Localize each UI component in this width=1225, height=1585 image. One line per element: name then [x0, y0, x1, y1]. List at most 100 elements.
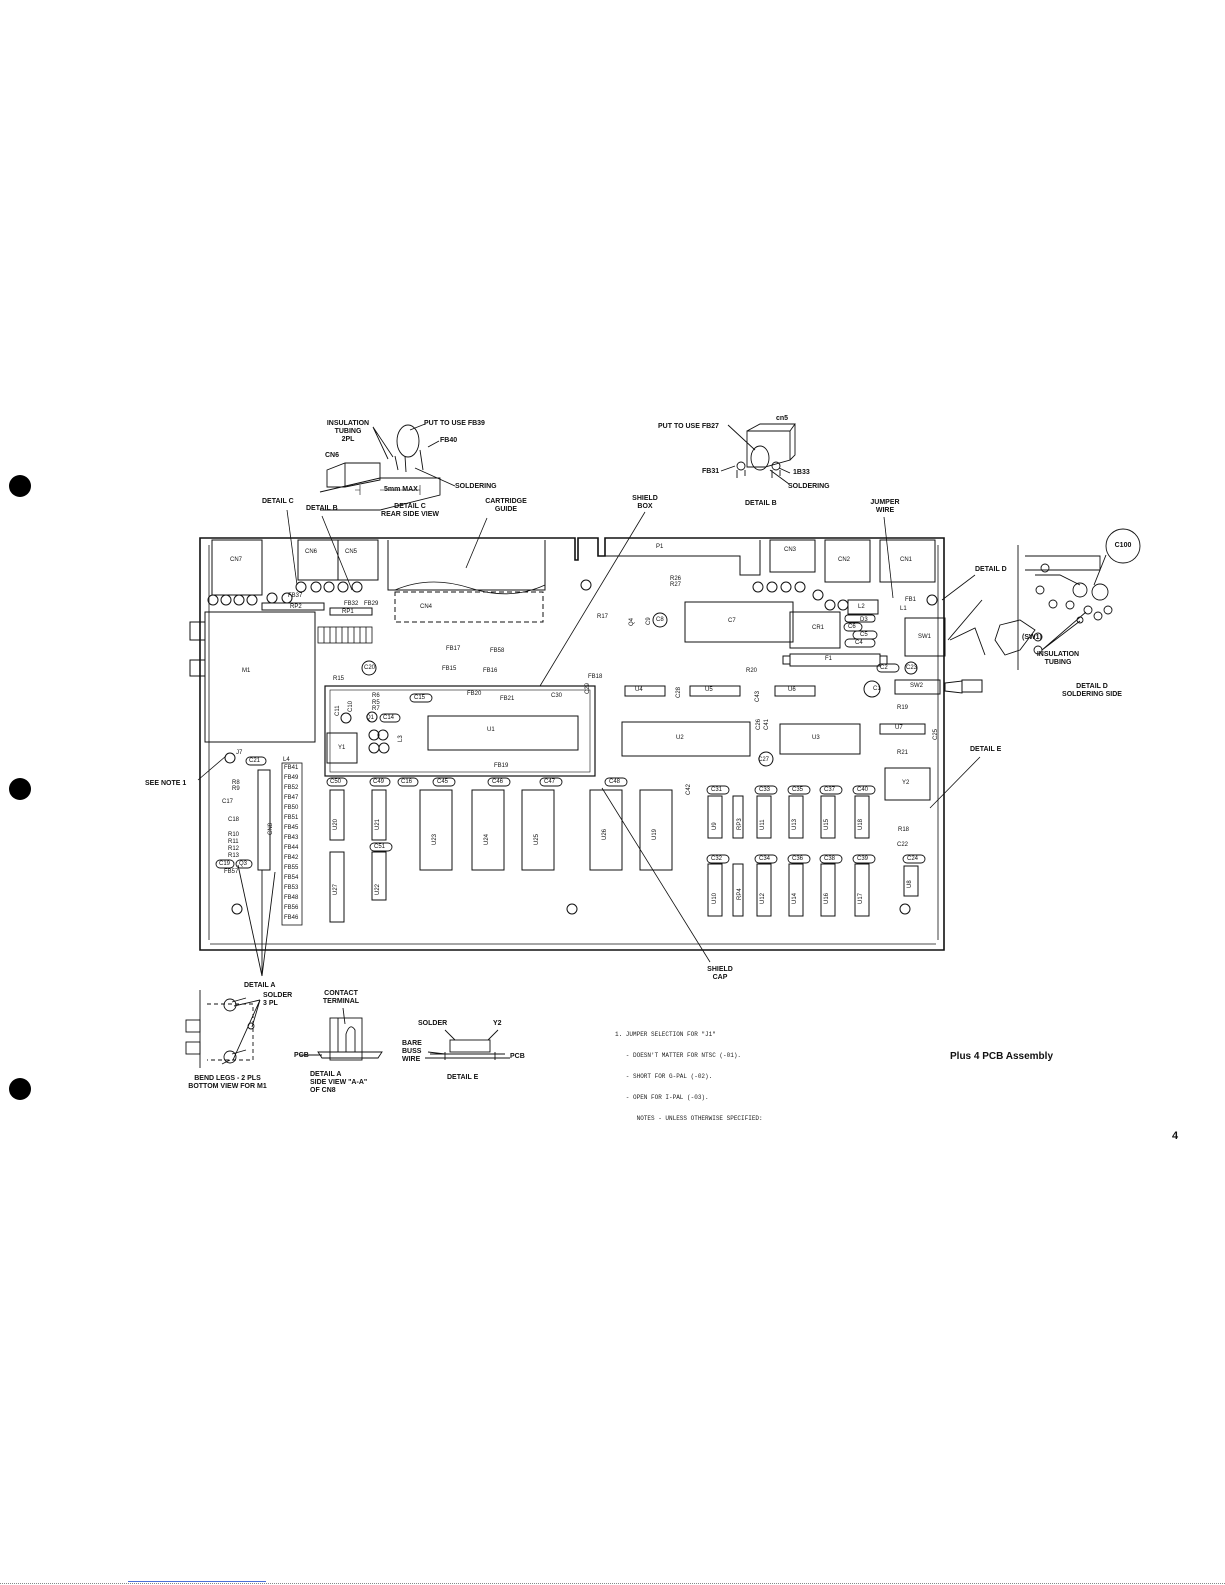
punch-hole-bottom: [9, 1078, 31, 1100]
misc-part-label: C5: [860, 632, 868, 638]
detail-a-side-view: [300, 1007, 383, 1061]
chip-u7: [879, 723, 926, 735]
ferrite-label: FB43: [284, 835, 299, 841]
chip-label: U12: [760, 892, 766, 904]
callout-shield-box: SHIELD BOX: [632, 495, 658, 510]
capacitor-ovals: [215, 614, 926, 869]
capacitor-label: C46: [492, 779, 504, 785]
inductor-l2: [847, 599, 879, 615]
misc-part-label: FB18: [588, 674, 603, 680]
part-label: RP3: [737, 818, 743, 830]
connector-label: CN7: [230, 557, 243, 563]
callout-solder-e: SOLDER: [418, 1020, 448, 1027]
misc-part-label: R13: [228, 853, 240, 859]
connector-cn5: [337, 539, 379, 581]
note-line: 1. JUMPER SELECTION FOR "J1": [615, 1031, 716, 1038]
misc-part-label: FB29: [364, 601, 379, 607]
ferrite-label: FB48: [284, 895, 299, 901]
capacitor-label: C48: [609, 779, 621, 785]
note-line: - OPEN FOR I-PAL (-03).: [615, 1094, 709, 1101]
resistor-pack-rp2: [261, 602, 325, 611]
figure-caption: Plus 4 PCB Assembly: [950, 1051, 1054, 1062]
part-label: C7: [728, 618, 736, 624]
callout-5mm-max: 5mm MAX: [384, 486, 418, 493]
crystal-y2: [884, 767, 931, 801]
chip-u4: [624, 685, 666, 697]
misc-part-label: C14: [383, 715, 395, 721]
misc-part-label: R8: [232, 780, 240, 786]
capacitor-label: C31: [711, 787, 723, 793]
chip-label: U5: [705, 687, 713, 693]
shield-box: [324, 685, 596, 777]
ferrite-label: FB46: [284, 915, 299, 921]
misc-part-label: R6: [372, 693, 380, 699]
callout-soldering-b: SOLDERING: [788, 483, 830, 490]
pcb-outline: [199, 537, 945, 951]
fuse-f1: [782, 653, 888, 667]
chip-label: U21: [375, 818, 381, 830]
callout-cn5-detail: cn5: [776, 415, 789, 422]
misc-part-label: C20: [364, 665, 376, 671]
round-capacitors: [224, 612, 918, 767]
chip-label: U14: [792, 892, 798, 904]
part-label: Y2: [902, 780, 910, 786]
misc-part-label: Q1: [366, 715, 375, 721]
callout-fb31: FB31: [702, 468, 720, 475]
misc-part-label: FB20: [467, 691, 482, 697]
misc-part-label: C29: [585, 682, 591, 694]
callout-leaders: [197, 509, 981, 963]
chip-u6: [774, 685, 816, 697]
chip-label: U2: [676, 735, 684, 741]
misc-part-label: C43: [755, 690, 761, 702]
part-label: SW2: [910, 683, 924, 689]
misc-part-label: C28: [676, 686, 682, 698]
connector-cn1: [879, 539, 936, 583]
part-label: F1: [825, 656, 833, 662]
misc-part-label: FB17: [446, 646, 461, 652]
ferrite-label: FB44: [284, 845, 299, 851]
caption-detail-a-view: DETAIL A SIDE VIEW "A-A" OF CN8: [310, 1071, 368, 1094]
chip-label: U7: [895, 725, 903, 731]
capacitor-label: C38: [824, 856, 836, 862]
callout-jumper-wire: JUMPER WIRE: [870, 499, 900, 514]
chip-label: U3: [812, 735, 820, 741]
crystal-y1: [326, 732, 358, 764]
ferrite-label: FB50: [284, 805, 299, 811]
detail-c-sketch: [319, 423, 456, 511]
misc-part-label: R10: [228, 832, 240, 838]
misc-part-label: R11: [228, 839, 239, 845]
callout-insulation-tubing: INSULATION TUBING 2PL: [326, 420, 370, 443]
ferrite-label: FB49: [284, 775, 299, 781]
capacitor-label: C32: [711, 856, 723, 862]
chip-u2: [621, 721, 751, 757]
connector-label: CN2: [838, 557, 851, 563]
resistor-bank: [317, 626, 373, 644]
part-label: RP2: [290, 604, 302, 610]
misc-part-label: FB21: [500, 696, 515, 702]
detail-e-sketch: [425, 1029, 510, 1060]
connector-label: CN6: [305, 549, 318, 555]
misc-part-label: FB1: [905, 597, 917, 603]
capacitor-c7: [684, 601, 794, 643]
part-label: RP4: [737, 888, 743, 900]
misc-part-label: C11: [335, 705, 341, 716]
connector-cn7: [211, 539, 263, 596]
mounting-holes: [231, 579, 938, 915]
chip-label: U26: [602, 828, 608, 840]
caption-detail-c-view: DETAIL C REAR SIDE VIEW: [381, 503, 439, 518]
capacitor-label: C47: [544, 779, 556, 785]
connector-cn2: [824, 539, 871, 583]
connector-label: CN8: [268, 822, 274, 835]
ferrite-column: [281, 762, 303, 926]
capacitor-label: C24: [907, 856, 919, 862]
misc-part-label: C9: [646, 617, 652, 625]
chip-label: U20: [333, 818, 339, 830]
chip-label: U4: [635, 687, 643, 693]
misc-part-label: C6: [848, 624, 856, 630]
misc-part-label: C22: [897, 842, 909, 848]
callout-put-to-use-fb39: PUT TO USE FB39: [424, 420, 485, 427]
misc-part-label: C17: [222, 799, 234, 805]
caption-bend-legs: BEND LEGS - 2 PLS BOTTOM VIEW FOR M1: [188, 1075, 267, 1090]
misc-part-label: FB32: [344, 601, 359, 607]
ferrite-label: FB53: [284, 885, 299, 891]
